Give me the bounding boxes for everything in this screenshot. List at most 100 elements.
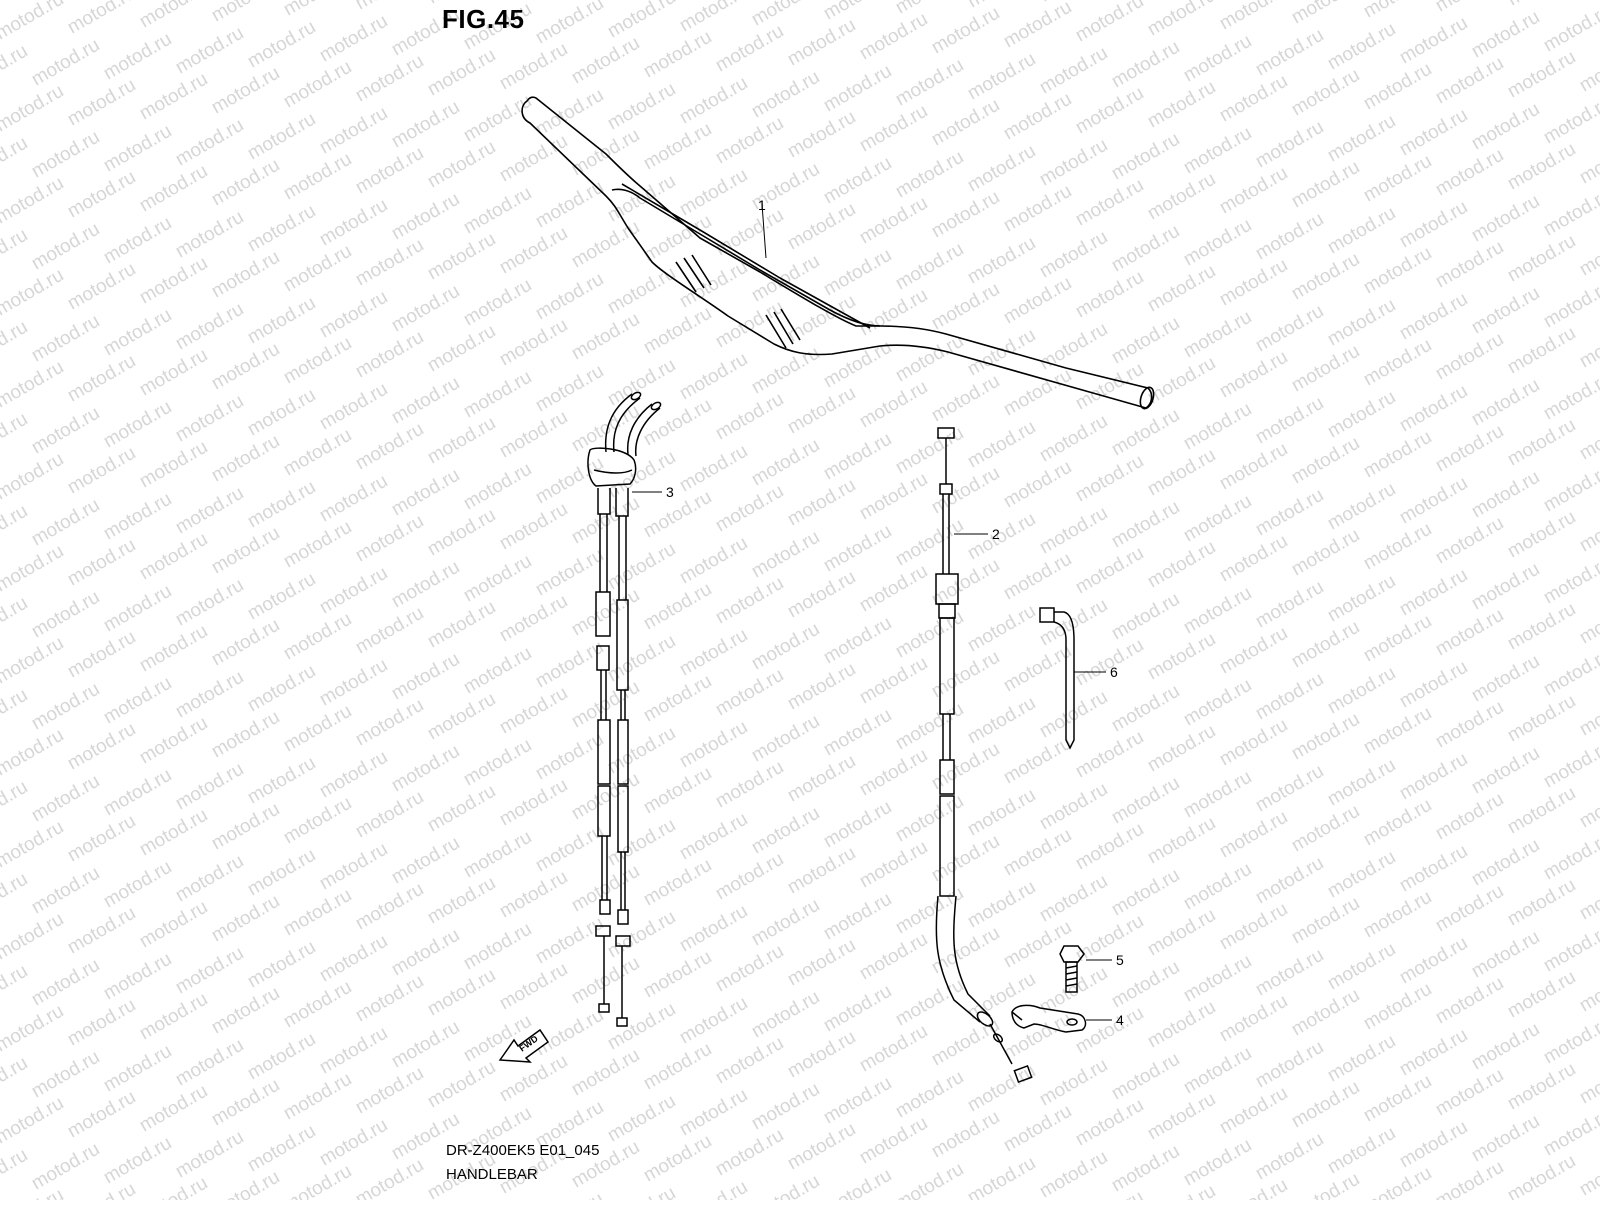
watermark-text: motod.ru: [244, 753, 319, 809]
watermark-text: motod.ru: [1432, 329, 1507, 385]
watermark-text: motod.ru: [1324, 1031, 1399, 1087]
watermark-text: motod.ru: [532, 1189, 607, 1200]
watermark-text: motod.ru: [424, 45, 499, 101]
watermark-text: motod.ru: [712, 113, 787, 169]
watermark-text: motod.ru: [244, 17, 319, 73]
watermark-text: motod.ru: [172, 759, 247, 815]
watermark-text: motod.ru: [676, 993, 751, 1049]
watermark-text: motod.ru: [244, 1121, 319, 1177]
watermark-text: motod.ru: [640, 395, 715, 451]
watermark-text: motod.ru: [712, 941, 787, 997]
watermark-text: motod.ru: [892, 515, 967, 571]
watermark-text: motod.ru: [460, 183, 535, 239]
watermark-text: motod.ru: [1324, 939, 1399, 995]
watermark-text: motod.ru: [0, 1001, 67, 1057]
watermark-text: motod.ru: [1072, 635, 1147, 691]
watermark-text: motod.ru: [136, 713, 211, 769]
watermark-text: motod.ru: [1324, 571, 1399, 627]
watermark-text: motod.ru: [0, 633, 67, 689]
watermark-text: motod.ru: [964, 693, 1039, 749]
watermark-text: motod.ru: [1468, 1111, 1543, 1167]
watermark-text: motod.ru: [352, 511, 427, 567]
watermark-text: motod.ru: [748, 711, 823, 767]
watermark-text: motod.ru: [136, 345, 211, 401]
watermark-text: motod.ru: [604, 355, 679, 411]
watermark-text: motod.ru: [1432, 1157, 1507, 1200]
watermark-text: motod.ru: [244, 661, 319, 717]
watermark-text: motod.ru: [496, 131, 571, 187]
watermark-text: motod.ru: [1108, 405, 1183, 461]
callout-handlebar: 1: [758, 197, 766, 213]
watermark-text: motod.ru: [28, 955, 103, 1011]
watermark-text: motod.ru: [496, 867, 571, 923]
watermark-text: motod.ru: [64, 351, 139, 407]
watermark-text: motod.ru: [208, 891, 283, 947]
watermark-text: motod.ru: [316, 1023, 391, 1079]
watermark-text: motod.ru: [0, 0, 67, 44]
watermark-text: motod.ru: [280, 1161, 355, 1200]
watermark-text: motod.ru: [280, 609, 355, 665]
watermark-text: motod.ru: [1216, 715, 1291, 771]
watermark-text: motod.ru: [460, 919, 535, 975]
watermark-text: motod.ru: [604, 79, 679, 135]
watermark-text: motod.ru: [136, 69, 211, 125]
watermark-text: motod.ru: [532, 913, 607, 969]
watermark-text: motod.ru: [1072, 1187, 1147, 1200]
watermark-text: motod.ru: [1504, 599, 1579, 655]
watermark-text: motod.ru: [0, 265, 67, 321]
watermark-text: motod.ru: [460, 827, 535, 883]
watermark-text: motod.ru: [1072, 267, 1147, 323]
watermark-text: motod.ru: [100, 1133, 175, 1189]
watermark-text: motod.ru: [1576, 961, 1600, 1017]
watermark-text: motod.ru: [100, 489, 175, 545]
watermark-text: motod.ru: [1288, 985, 1363, 1041]
watermark-text: motod.ru: [316, 195, 391, 251]
watermark-text: motod.ru: [1108, 681, 1183, 737]
watermark-text: motod.ru: [1432, 237, 1507, 293]
watermark-text: motod.ru: [1216, 807, 1291, 863]
watermark-text: motod.ru: [1000, 89, 1075, 145]
watermark-text: motod.ru: [568, 1045, 643, 1101]
watermark-text: motod.ru: [1360, 1163, 1435, 1200]
watermark-text: motod.ru: [1180, 215, 1255, 271]
watermark-text: motod.ru: [280, 885, 355, 941]
watermark-text: motod.ru: [856, 193, 931, 249]
watermark-text: motod.ru: [1000, 549, 1075, 605]
watermark-text: motod.ru: [1360, 703, 1435, 759]
watermark-text: motod.ru: [928, 279, 1003, 335]
watermark-text: motod.ru: [1108, 865, 1183, 921]
watermark-text: motod.ru: [1432, 789, 1507, 845]
watermark-text: motod.ru: [280, 701, 355, 757]
watermark-text: motod.ru: [172, 943, 247, 999]
watermark-text: motod.ru: [964, 601, 1039, 657]
watermark-text: motod.ru: [1072, 911, 1147, 967]
watermark-text: motod.ru: [1000, 641, 1075, 697]
watermark-text: motod.ru: [676, 349, 751, 405]
watermark-text: motod.ru: [604, 1091, 679, 1147]
watermark-text: motod.ru: [1072, 819, 1147, 875]
watermark-text: motod.ru: [64, 0, 139, 38]
watermark-text: motod.ru: [784, 1027, 859, 1083]
watermark-text: motod.ru: [676, 165, 751, 221]
watermark-text: motod.ru: [640, 1131, 715, 1187]
watermark-text: motod.ru: [208, 983, 283, 1039]
watermark-text: motod.ru: [1036, 0, 1111, 6]
watermark-text: motod.ru: [676, 901, 751, 957]
watermark-text: motod.ru: [316, 103, 391, 159]
watermark-text: motod.ru: [856, 1021, 931, 1077]
watermark-text: motod.ru: [1180, 951, 1255, 1007]
watermark-text: motod.ru: [208, 707, 283, 763]
callout-clamp-plate: 4: [1116, 1012, 1124, 1028]
watermark-text: motod.ru: [1540, 829, 1600, 885]
watermark-text: motod.ru: [892, 0, 967, 18]
watermark-text: motod.ru: [1396, 933, 1471, 989]
watermark-text: motod.ru: [1360, 59, 1435, 115]
watermark-text: motod.ru: [280, 0, 355, 20]
watermark-text: motod.ru: [1252, 1129, 1327, 1185]
watermark-text: motod.ru: [748, 619, 823, 675]
watermark-text: motod.ru: [0, 909, 67, 965]
watermark-text: motod.ru: [1468, 927, 1543, 983]
watermark-text: motod.ru: [928, 923, 1003, 979]
watermark-text: motod.ru: [640, 303, 715, 359]
watermark-text: motod.ru: [316, 1115, 391, 1171]
